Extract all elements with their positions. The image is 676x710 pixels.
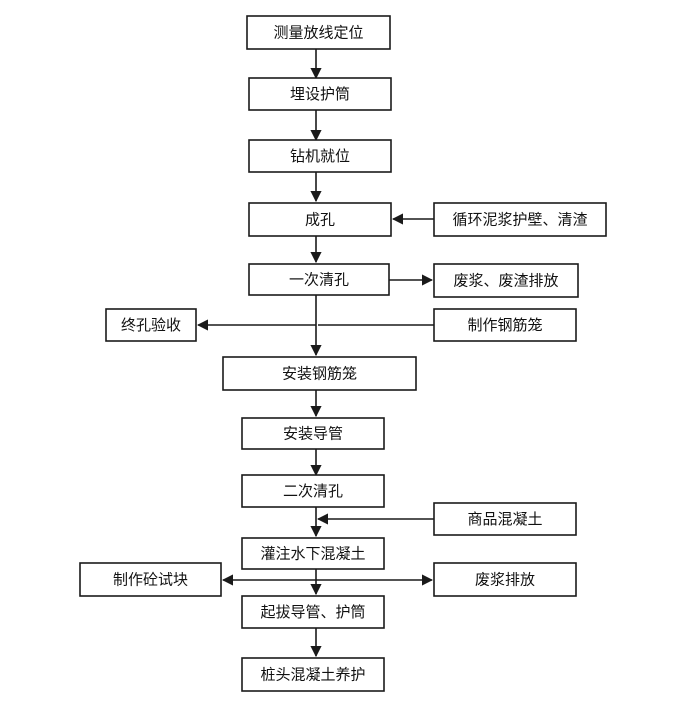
node-waste1-label: 废浆、废渣排放 [453,272,558,290]
node-casing: 埋设护筒 [248,77,392,111]
node-pull: 起拔导管、护筒 [241,595,385,629]
node-cure: 桩头混凝土养护 [241,657,385,692]
node-hole-label: 成孔 [305,211,335,229]
node-make-cage-label: 制作钢筋笼 [467,316,542,334]
node-cure-label: 桩头混凝土养护 [260,666,365,684]
node-concrete-label: 商品混凝土 [467,510,542,528]
node-clean2: 二次清孔 [241,474,385,508]
node-make-cage: 制作钢筋笼 [433,308,577,342]
node-accept-label: 终孔验收 [121,316,181,334]
node-waste2: 废浆排放 [433,562,577,597]
node-waste2-label: 废浆排放 [475,571,535,589]
node-clean1: 一次清孔 [248,263,390,296]
node-clean1-label: 一次清孔 [289,271,349,289]
node-install-pipe-label: 安装导管 [283,425,343,443]
node-casing-label: 埋设护筒 [290,85,350,103]
node-install-pipe: 安装导管 [241,417,385,450]
node-test-block: 制作砼试块 [79,562,222,597]
node-mud-cycle-label: 循环泥浆护壁、清渣 [452,211,587,229]
node-rig-label: 钻机就位 [290,147,350,165]
node-mud-cycle: 循环泥浆护壁、清渣 [433,202,607,237]
node-pour-label: 灌注水下混凝土 [260,545,365,563]
node-hole: 成孔 [248,202,392,237]
node-concrete: 商品混凝土 [433,502,577,536]
node-clean2-label: 二次清孔 [283,482,343,500]
node-test-block-label: 制作砼试块 [113,571,188,589]
node-survey: 测量放线定位 [246,15,391,50]
node-waste1: 废浆、废渣排放 [433,263,579,298]
node-install-cage: 安装钢筋笼 [222,356,417,391]
node-survey-label: 测量放线定位 [273,24,363,42]
node-accept: 终孔验收 [105,308,197,342]
node-rig: 钻机就位 [248,139,392,173]
node-install-cage-label: 安装钢筋笼 [282,365,357,383]
node-pour: 灌注水下混凝土 [241,537,385,570]
node-pull-label: 起拔导管、护筒 [260,603,365,621]
